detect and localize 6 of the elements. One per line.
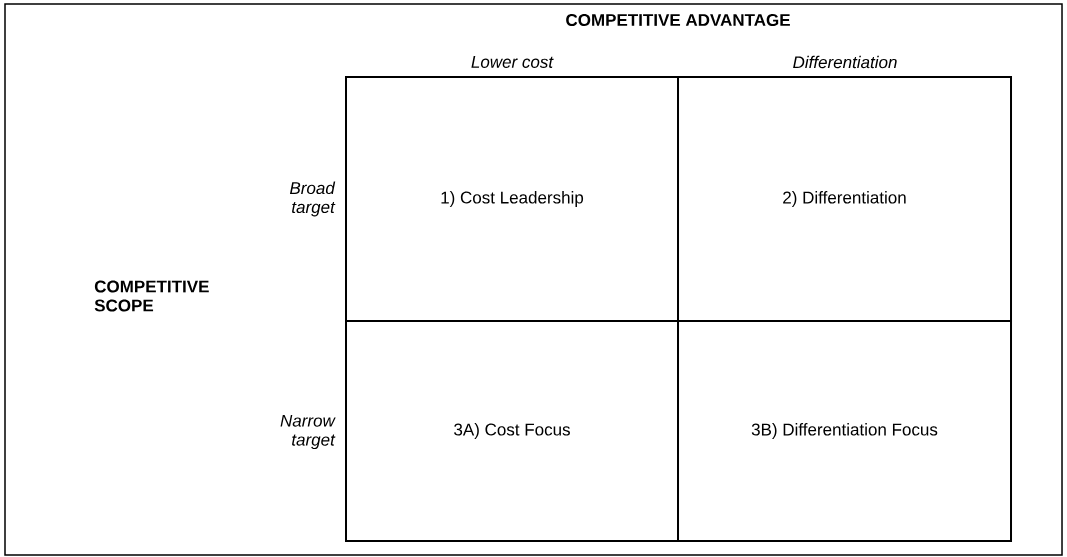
axis-title: COMPETITIVE ADVANTAGE	[566, 14, 790, 27]
matrix-cell: 2) Differentiation	[677, 76, 1012, 322]
axis-title: COMPETITIVE SCOPE	[94, 280, 209, 312]
matrix-cell: 3B) Differentiation Focus	[677, 320, 1012, 542]
matrix-cell: 3A) Cost Focus	[345, 320, 679, 542]
matrix-cell: 1) Cost Leadership	[345, 76, 679, 322]
